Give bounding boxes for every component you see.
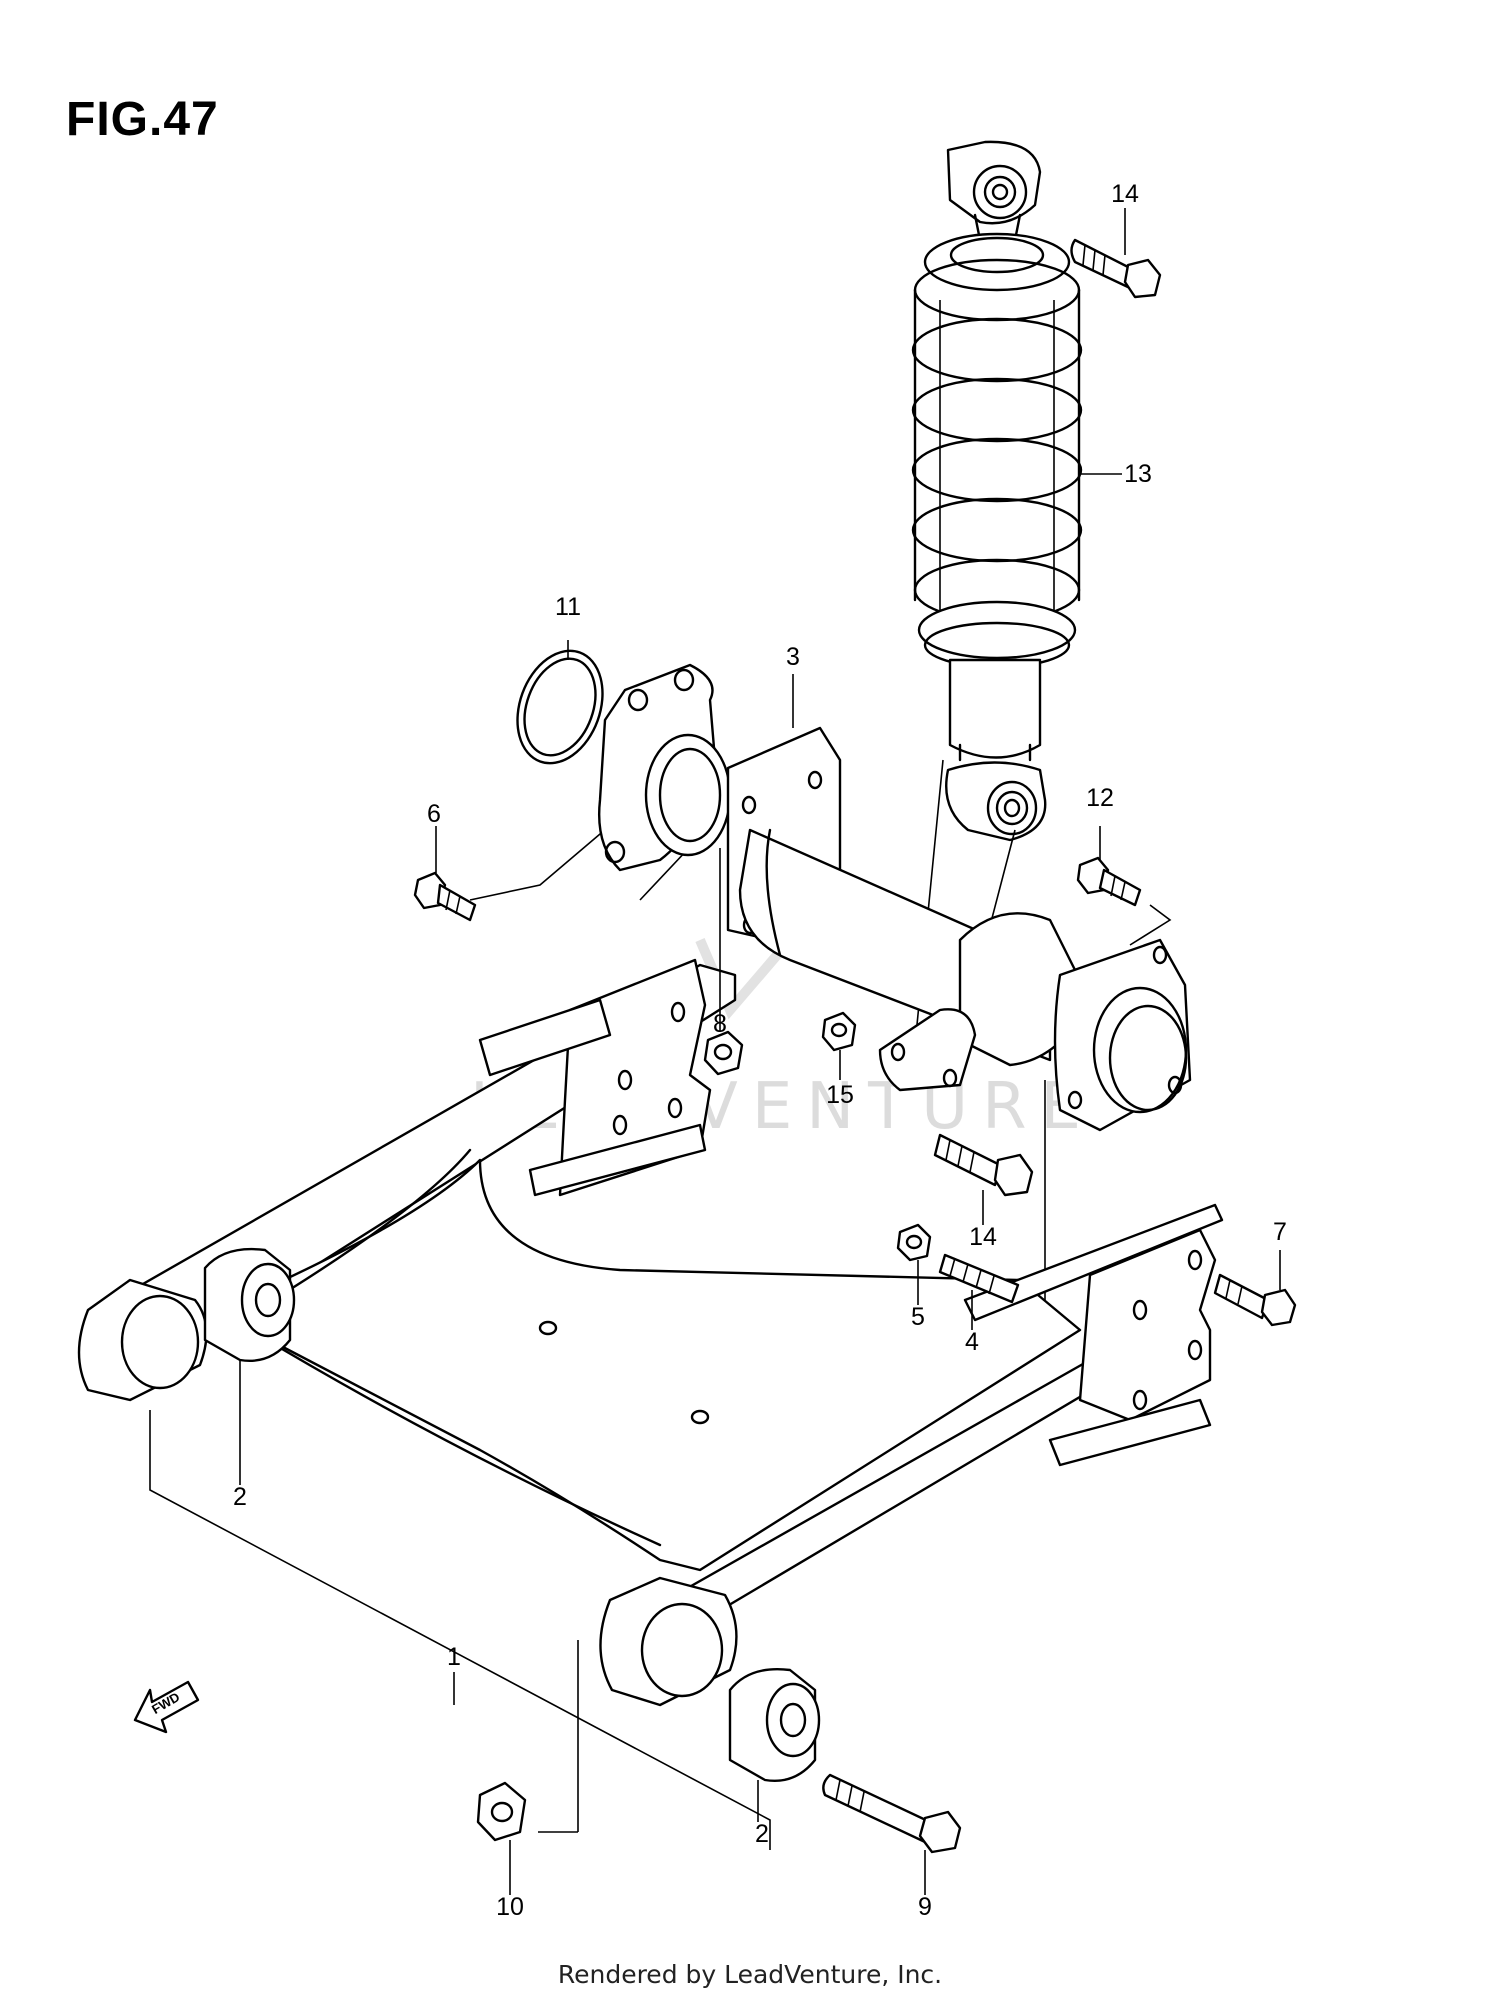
bolt-6 [413, 871, 477, 922]
bolt-7 [1213, 1273, 1297, 1327]
callout-14-lower: 14 [969, 1223, 997, 1251]
callout-2-left: 2 [233, 1483, 247, 1511]
callout-11: 11 [555, 593, 581, 621]
callout-7: 7 [1273, 1218, 1287, 1246]
nut-5 [896, 1223, 932, 1262]
bushing-2-left [203, 1247, 296, 1362]
o-ring [516, 649, 604, 765]
bolt-14-lower [933, 1133, 1034, 1197]
bushing-2-right [728, 1668, 821, 1782]
callout-8: 8 [713, 1010, 727, 1038]
figure-title: FIG.47 [66, 93, 219, 146]
shock-absorber [911, 140, 1083, 842]
nut-8 [703, 1030, 744, 1076]
callout-3: 3 [786, 643, 800, 671]
fwd-arrow: FWD [133, 1680, 200, 1734]
swingarm [77, 958, 1224, 1707]
callout-15: 15 [826, 1081, 854, 1109]
nut-15 [821, 1011, 857, 1052]
callout-2-right: 2 [755, 1820, 769, 1848]
callout-14-top: 14 [1111, 180, 1139, 208]
callout-6: 6 [427, 800, 441, 828]
callout-13: 13 [1124, 460, 1152, 488]
callouts: 14 13 11 3 12 6 8 15 14 7 5 4 2 1 2 10 9 [233, 180, 1287, 1921]
bolt-9 [822, 1773, 962, 1854]
callout-1: 1 [447, 1643, 461, 1671]
callout-4: 4 [965, 1328, 979, 1356]
callout-10: 10 [496, 1893, 524, 1921]
axle-housing [598, 663, 1192, 1132]
callout-12: 12 [1086, 784, 1114, 812]
footer-credit: Rendered by LeadVenture, Inc. [557, 1960, 943, 1989]
leader-lines [239, 208, 1281, 1895]
bolt-12 [1076, 856, 1142, 907]
callout-9: 9 [918, 1893, 932, 1921]
stud-4 [938, 1253, 1020, 1304]
bolt-14-top [1070, 238, 1162, 299]
callout-5: 5 [911, 1303, 925, 1331]
nut-10 [476, 1781, 527, 1842]
